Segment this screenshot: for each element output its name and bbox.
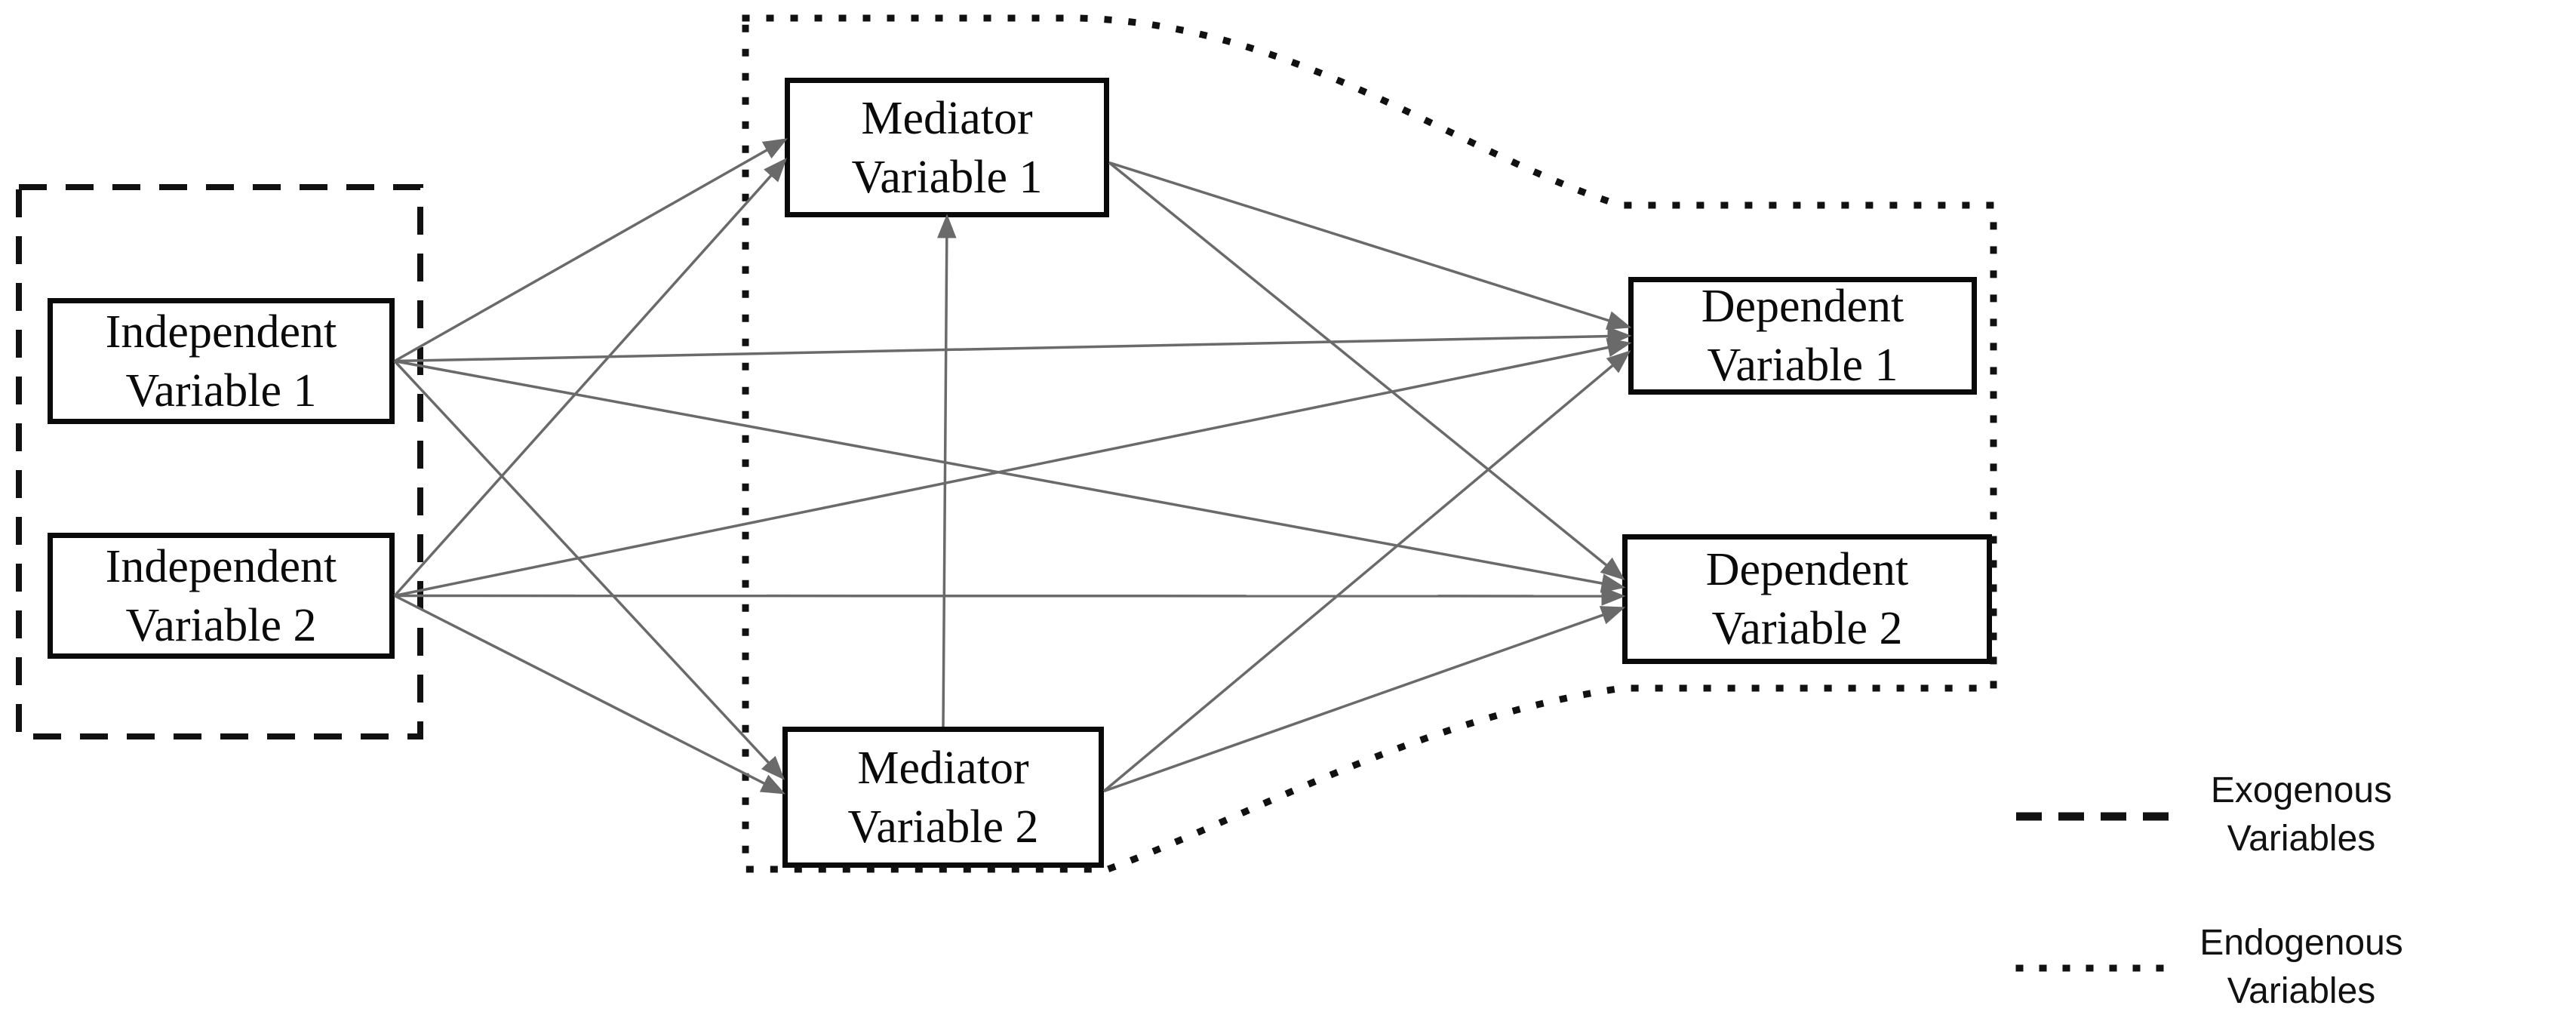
edge-iv2-mv2 xyxy=(394,594,785,795)
edge-mv1-dv1 xyxy=(1108,161,1632,330)
node-label-line: Mediator xyxy=(861,92,1033,144)
edge-mv2-dv2 xyxy=(1103,606,1626,793)
legend-label-exogenous: Exogenous Variables xyxy=(2188,767,2415,863)
edge-mv2-dv1 xyxy=(1102,350,1631,792)
node-label-line: Variable 1 xyxy=(851,151,1043,203)
node-dependent-variable-1: Dependent Variable 1 xyxy=(1628,277,1977,395)
node-label-line: Dependent xyxy=(1701,281,1904,332)
node-label-line: Independent xyxy=(105,540,337,592)
legend-label-line: Endogenous xyxy=(2199,923,2403,963)
node-label-line: Variable 1 xyxy=(125,364,317,417)
node-independent-variable-1: Independent Variable 1 xyxy=(48,298,395,424)
edge-iv1-mv1 xyxy=(394,138,788,363)
node-label-line: Independent xyxy=(105,306,337,358)
legend-label-line: Variables xyxy=(2227,971,2376,1011)
node-independent-variable-2: Independent Variable 2 xyxy=(48,533,395,659)
legend-label-line: Variables xyxy=(2227,819,2376,859)
edge-iv2-mv1 xyxy=(393,158,787,597)
edge-mv2-mv1 xyxy=(936,214,957,727)
node-label-line: Variable 1 xyxy=(1707,340,1898,391)
edge-mv1-dv2 xyxy=(1108,161,1625,580)
node-mediator-variable-1: Mediator Variable 1 xyxy=(785,78,1109,217)
node-label-line: Variable 2 xyxy=(125,599,317,651)
node-label-line: Variable 2 xyxy=(847,801,1039,853)
edge-iv1-mv2 xyxy=(393,360,785,780)
node-dependent-variable-2: Dependent Variable 2 xyxy=(1622,534,1992,664)
node-label-line: Dependent xyxy=(1705,544,1909,595)
legend-label-endogenous: Endogenous Variables xyxy=(2188,919,2415,1016)
node-label-line: Mediator xyxy=(857,742,1029,794)
node-mediator-variable-2: Mediator Variable 2 xyxy=(782,727,1104,868)
edge-layer xyxy=(393,138,1632,795)
node-label-line: Variable 2 xyxy=(1711,603,1903,654)
edge-iv2-dv1 xyxy=(394,337,1632,598)
edge-iv2-dv2 xyxy=(394,586,1626,606)
legend-label-line: Exogenous xyxy=(2210,770,2393,810)
edge-iv1-dv2 xyxy=(394,359,1626,593)
edge-iv1-dv1 xyxy=(394,326,1632,363)
